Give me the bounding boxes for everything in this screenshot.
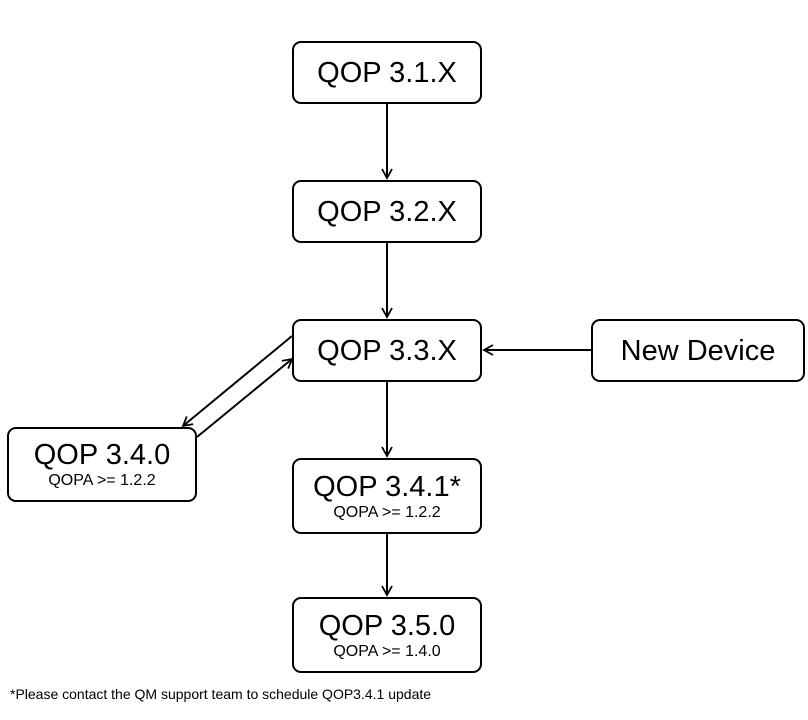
arrow-qop-340-to-qop-33x bbox=[196, 357, 294, 438]
footnote: *Please contact the QM support team to s… bbox=[10, 686, 432, 702]
node-title: QOP 3.4.0 bbox=[33, 439, 171, 471]
node-title: QOP 3.4.1* bbox=[313, 470, 461, 503]
node-qop-3-4-1: QOP 3.4.1* QOPA >= 1.2.2 bbox=[292, 458, 482, 534]
node-title: QOP 3.5.0 bbox=[318, 609, 456, 642]
node-title: QOP 3.3.X bbox=[317, 334, 457, 367]
node-qop-3-2-x: QOP 3.2.X bbox=[292, 180, 482, 243]
node-qop-3-1-x: QOP 3.1.X bbox=[292, 41, 482, 104]
node-qop-3-3-x: QOP 3.3.X bbox=[292, 319, 482, 382]
node-title: New Device bbox=[620, 334, 776, 367]
node-requirement: QOPA >= 1.4.0 bbox=[333, 642, 441, 660]
node-title: QOP 3.2.X bbox=[317, 195, 457, 228]
arrow-qop-33x-to-qop-340 bbox=[181, 335, 293, 428]
node-new-device: New Device bbox=[591, 319, 805, 382]
node-title: QOP 3.1.X bbox=[317, 56, 457, 89]
node-requirement: QOPA >= 1.2.2 bbox=[48, 472, 156, 489]
node-qop-3-5-0: QOP 3.5.0 QOPA >= 1.4.0 bbox=[292, 597, 482, 673]
node-requirement: QOPA >= 1.2.2 bbox=[333, 503, 441, 521]
node-qop-3-4-0: QOP 3.4.0 QOPA >= 1.2.2 bbox=[7, 427, 197, 502]
